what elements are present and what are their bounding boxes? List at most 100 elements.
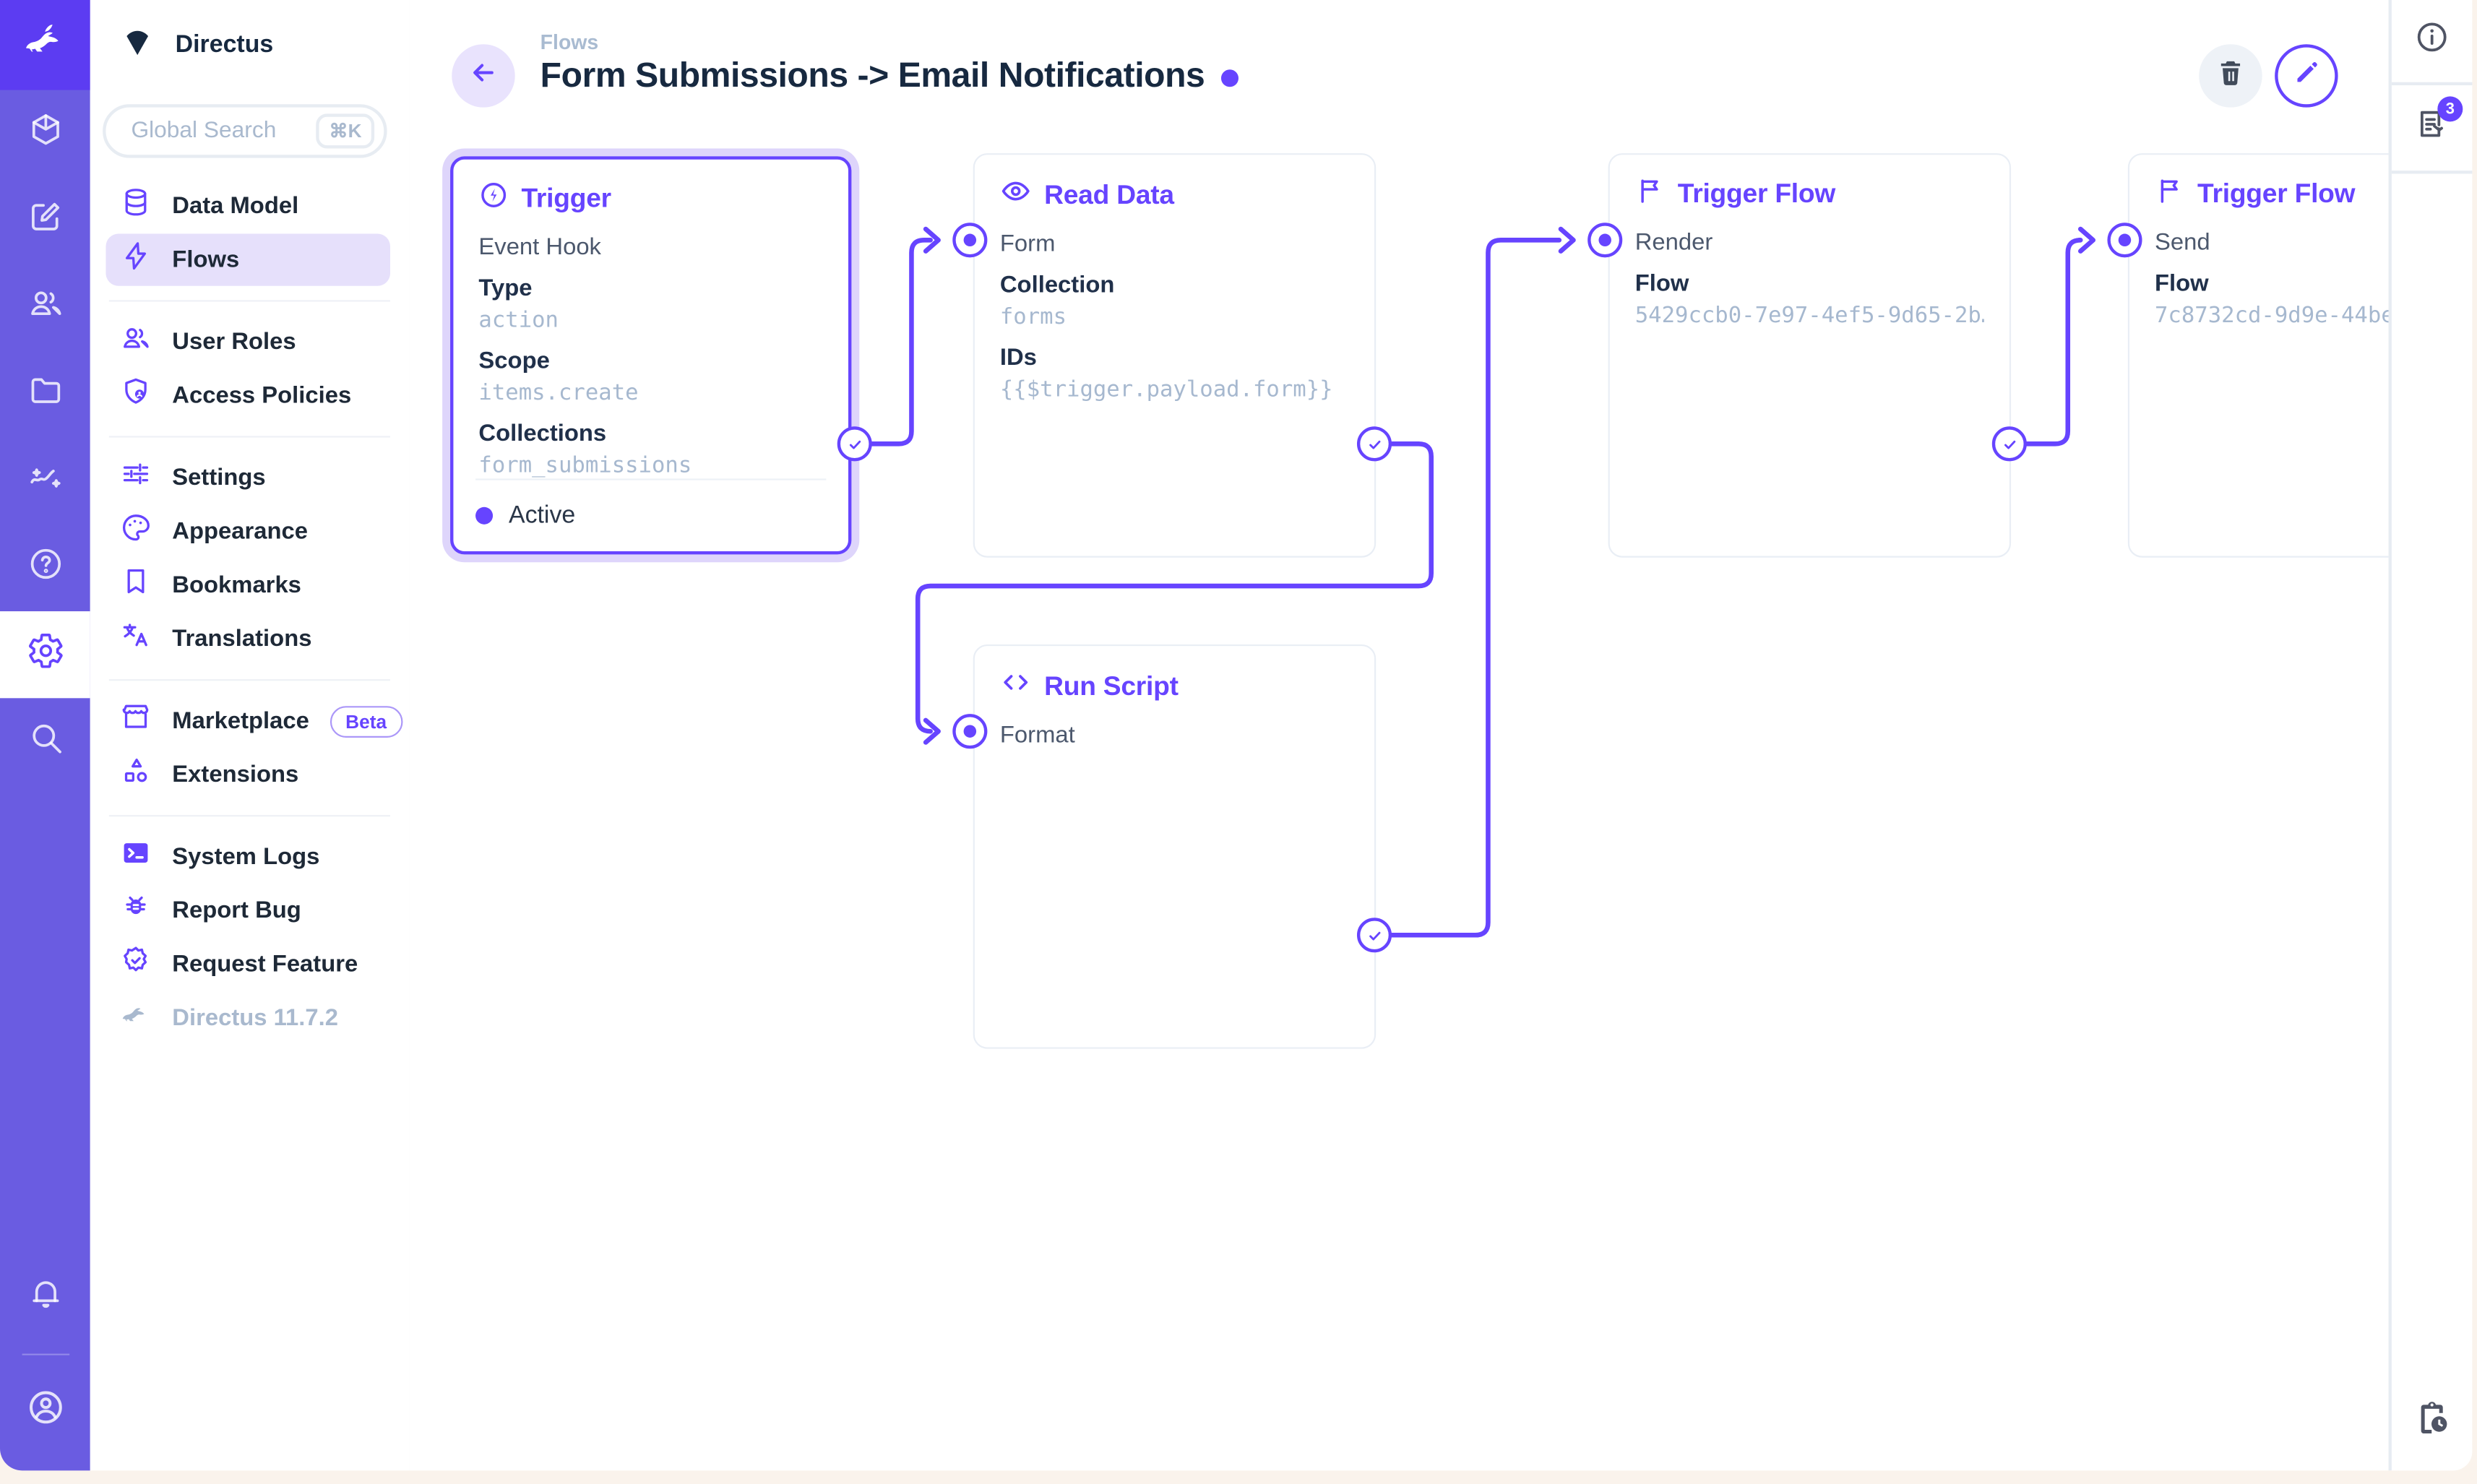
node-title: Run Script (1044, 670, 1179, 701)
rabbit-version-icon (120, 998, 152, 1038)
directus-logo[interactable] (0, 0, 90, 90)
delete-button[interactable] (2199, 44, 2262, 108)
logs-drawer-button[interactable]: 3 (2391, 85, 2473, 174)
breadcrumb[interactable]: Flows (540, 30, 599, 54)
beta-badge: Beta (329, 705, 402, 737)
global-search-input[interactable]: Global Search ⌘K (103, 104, 387, 158)
sidebar-item-extensions[interactable]: Extensions (105, 749, 390, 801)
code-icon (1000, 667, 1032, 707)
page-header: Flows Form Submissions -> Email Notifica… (540, 30, 1238, 97)
field-value: action (478, 308, 559, 334)
flow-node-trigger[interactable]: Trigger Event Hook Type action Scope ite… (450, 156, 852, 555)
wire-arrowhead (2077, 226, 2096, 254)
sidebar-item-flows[interactable]: Flows (105, 233, 390, 286)
output-connector[interactable] (1356, 426, 1392, 462)
user-avatar[interactable] (0, 1368, 90, 1454)
project-wedge-icon (120, 24, 155, 66)
sidebar-item-label: Data Model (172, 192, 299, 220)
sidebar-item-appearance[interactable]: Appearance (105, 506, 390, 558)
module-settings[interactable] (0, 611, 90, 699)
sliders-icon (120, 458, 152, 498)
node-title: Trigger Flow (1677, 178, 1836, 209)
input-connector[interactable] (2107, 223, 2142, 258)
flow-node-trigger-flow-send[interactable]: Trigger Flow Send Flow 7c8732cd-9d9e-44b… (2127, 153, 2389, 558)
edit-square-icon (26, 197, 64, 243)
sidebar-item-bookmarks[interactable]: Bookmarks (105, 559, 390, 611)
sidebar-item-request-feature[interactable]: Request Feature (105, 939, 390, 991)
flow-node-trigger-flow-render[interactable]: Trigger Flow Render Flow 5429ccb0-7e97-4… (1608, 153, 2012, 558)
sidebar-item-label: Flows (172, 246, 240, 274)
project-header[interactable]: Directus (90, 0, 410, 90)
page-title: Form Submissions -> Email Notifications (540, 55, 1205, 95)
pending-revisions-button[interactable] (2392, 1373, 2472, 1471)
right-sidebar: 3 (2388, 0, 2473, 1471)
module-content[interactable] (0, 90, 90, 177)
module-users[interactable] (0, 264, 90, 350)
module-insights[interactable] (0, 438, 90, 525)
input-label: Form (999, 230, 1056, 258)
module-search[interactable] (0, 698, 90, 785)
storefront-icon (120, 702, 152, 741)
output-connector[interactable] (1991, 426, 2027, 462)
people-icon (26, 285, 64, 330)
flow-node-read-data[interactable]: Read Data Form Collection forms IDs {{$t… (973, 153, 1377, 558)
sidebar-item-label: Extensions (172, 761, 299, 788)
insights-icon (26, 458, 64, 504)
output-connector[interactable] (1356, 918, 1392, 953)
cube-icon (26, 111, 64, 156)
folder-icon (26, 371, 64, 417)
wire (869, 238, 933, 447)
back-button[interactable] (452, 44, 515, 108)
node-subtitle: Event Hook (478, 233, 601, 261)
flow-status-dot (1220, 69, 1238, 87)
module-help[interactable] (0, 525, 90, 611)
sidebar-item-system-logs[interactable]: System Logs (105, 831, 390, 883)
flag-icon (1635, 176, 1666, 213)
nav-divider (108, 815, 390, 817)
module-editor[interactable] (0, 177, 90, 264)
notifications-button[interactable] (0, 1254, 90, 1341)
wire (1389, 238, 1562, 938)
input-connector[interactable] (952, 714, 988, 749)
sidebar-item-label: Settings (172, 464, 266, 491)
sidebar-item-data-model[interactable]: Data Model (105, 180, 390, 232)
sidebar-item-user-roles[interactable]: User Roles (105, 316, 390, 368)
sidebar-item-settings[interactable]: Settings (105, 452, 390, 504)
bell-icon (26, 1274, 64, 1320)
wire-arrowhead (1558, 226, 1576, 254)
input-connector[interactable] (952, 223, 988, 258)
flow-node-run-script[interactable]: Run Script Format (973, 644, 1377, 1049)
account-circle-icon (25, 1387, 66, 1436)
sidebar-item-label: Access Policies (172, 382, 352, 410)
input-label: Format (999, 722, 1075, 749)
search-icon (26, 719, 64, 764)
field-label: IDs (999, 344, 1037, 371)
field-value: 5429ccb0-7e97-4ef5-9d65-2b… (1634, 303, 1984, 329)
shapes-icon (120, 755, 152, 795)
sidebar-item-label: User Roles (172, 328, 296, 355)
output-connector[interactable] (837, 426, 872, 462)
pencil-icon (2291, 57, 2322, 95)
info-drawer-button[interactable] (2391, 0, 2473, 86)
users-icon (120, 322, 152, 362)
info-icon (2414, 19, 2450, 63)
sidebar-item-translations[interactable]: Translations (105, 613, 390, 665)
project-name: Directus (175, 30, 274, 58)
bug-icon (120, 891, 152, 931)
module-files[interactable] (0, 350, 90, 437)
edit-button[interactable] (2275, 44, 2338, 108)
field-label: Flow (2155, 269, 2209, 298)
rabbit-logo-icon (22, 17, 69, 73)
input-connector[interactable] (1588, 223, 1623, 258)
status-label: Active (508, 501, 576, 529)
nav-divider (108, 679, 390, 681)
field-label: Collection (999, 272, 1115, 299)
sidebar-item-label: System Logs (172, 843, 320, 871)
sidebar-item-report-bug[interactable]: Report Bug (105, 884, 390, 936)
field-label: Type (478, 275, 533, 302)
sidebar-item-marketplace[interactable]: Marketplace Beta (105, 695, 402, 747)
sidebar-item-access-policies[interactable]: Access Policies (105, 370, 390, 422)
field-label: Scope (478, 347, 550, 375)
